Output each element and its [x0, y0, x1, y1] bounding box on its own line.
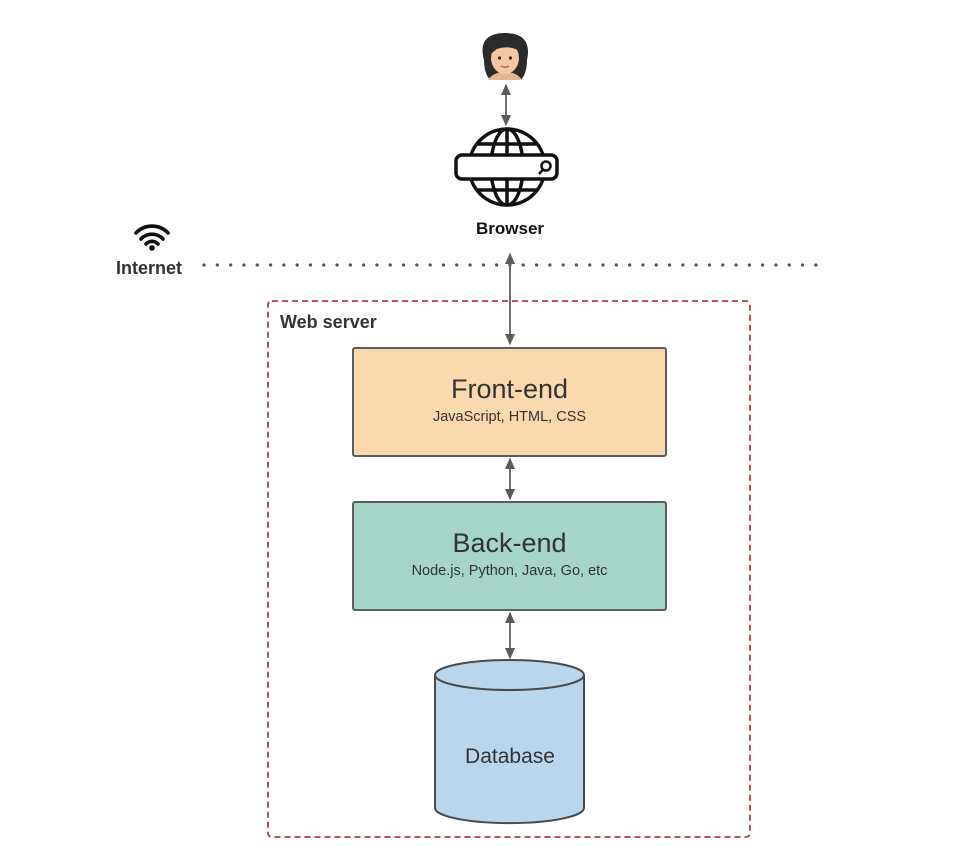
database-cylinder — [434, 659, 585, 825]
backend-box: Back-end Node.js, Python, Java, Go, etc — [352, 501, 667, 611]
wifi-icon — [134, 224, 170, 251]
frontend-box: Front-end JavaScript, HTML, CSS — [352, 347, 667, 457]
frontend-title: Front-end — [450, 374, 569, 404]
browser-label: Browser — [475, 219, 545, 238]
database-label: Database — [465, 745, 555, 768]
web-server-label: Web server — [280, 312, 377, 332]
web-server-boundary — [267, 300, 751, 838]
globe-search-icon — [454, 127, 559, 207]
backend-subtitle: Node.js, Python, Java, Go, etc — [411, 563, 608, 579]
woman-emoji-icon — [482, 33, 529, 80]
internet-label: Internet — [116, 258, 183, 278]
frontend-subtitle: JavaScript, HTML, CSS — [432, 409, 587, 425]
backend-title: Back-end — [452, 528, 567, 558]
